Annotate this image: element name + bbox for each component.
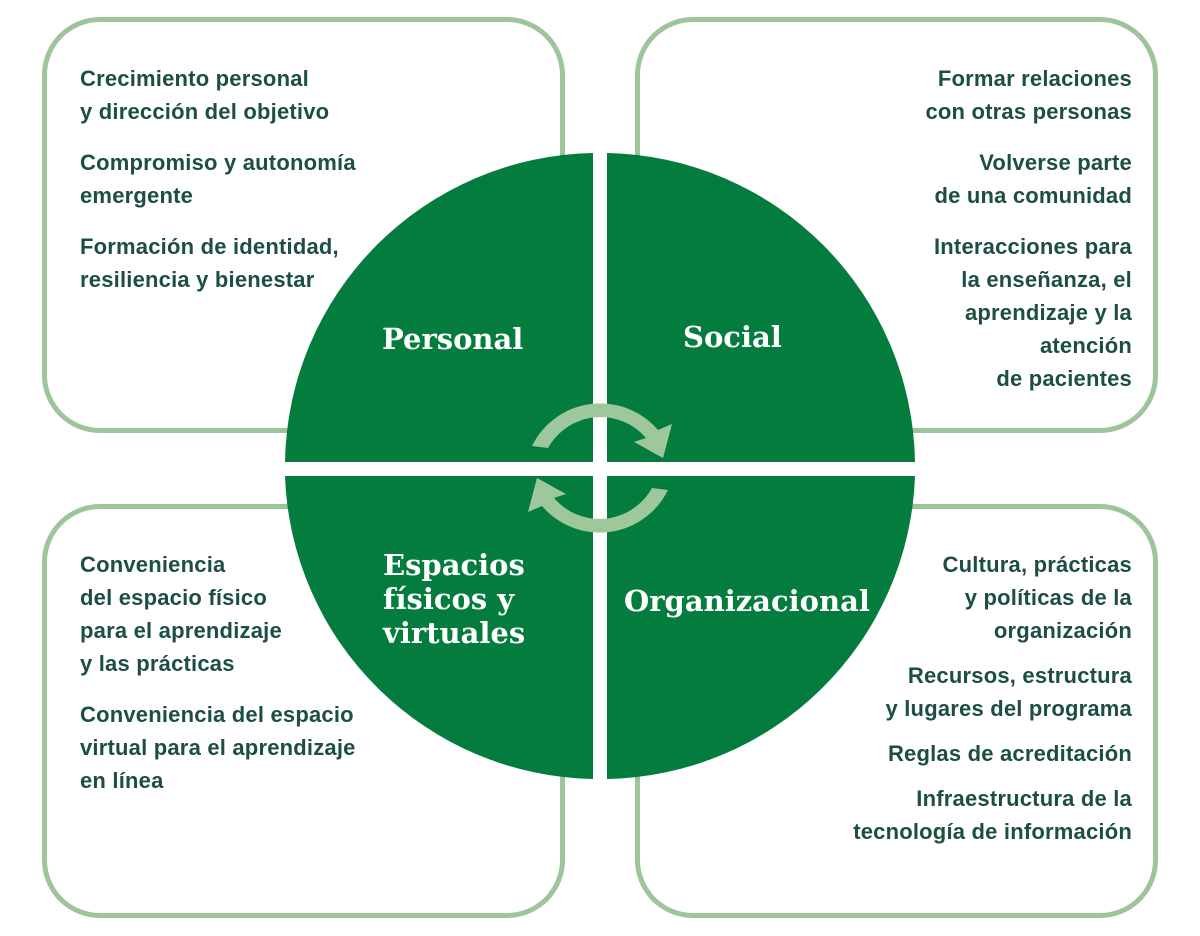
social-item: Interacciones para la enseñanza, el apre… — [933, 234, 1132, 391]
organizacional-item: Infraestructura de la tecnología de info… — [853, 786, 1132, 844]
personal-item: Crecimiento personal y dirección del obj… — [80, 66, 330, 124]
organizacional-item: Reglas de acreditación — [887, 741, 1132, 766]
personal-label: Personal — [382, 322, 524, 356]
espacios-label: Espacios físicos y virtuales — [383, 548, 526, 650]
espacios-item: Conveniencia del espacio físico para el … — [80, 552, 282, 676]
social-items-list: Formar relaciones con otras personas Vol… — [832, 62, 1132, 413]
organizacional-item: Recursos, estructura y lugares del progr… — [885, 663, 1132, 721]
personal-items-list: Crecimiento personal y dirección del obj… — [80, 62, 420, 314]
organizacional-label: Organizacional — [624, 584, 870, 618]
personal-item: Compromiso y autonomía emergente — [80, 150, 356, 208]
espacios-item: Conveniencia del espacio virtual para el… — [80, 702, 356, 793]
social-label: Social — [683, 320, 782, 354]
social-item: Volverse parte de una comunidad — [934, 150, 1132, 208]
organizacional-items-list: Cultura, prácticas y políticas de la org… — [792, 548, 1132, 866]
personal-item: Formación de identidad, resiliencia y bi… — [80, 234, 339, 292]
organizacional-item: Cultura, prácticas y políticas de la org… — [942, 552, 1132, 643]
cycle-arrows-icon — [528, 403, 672, 533]
social-item: Formar relaciones con otras personas — [925, 66, 1132, 124]
espacios-items-list: Conveniencia del espacio físico para el … — [80, 548, 420, 815]
